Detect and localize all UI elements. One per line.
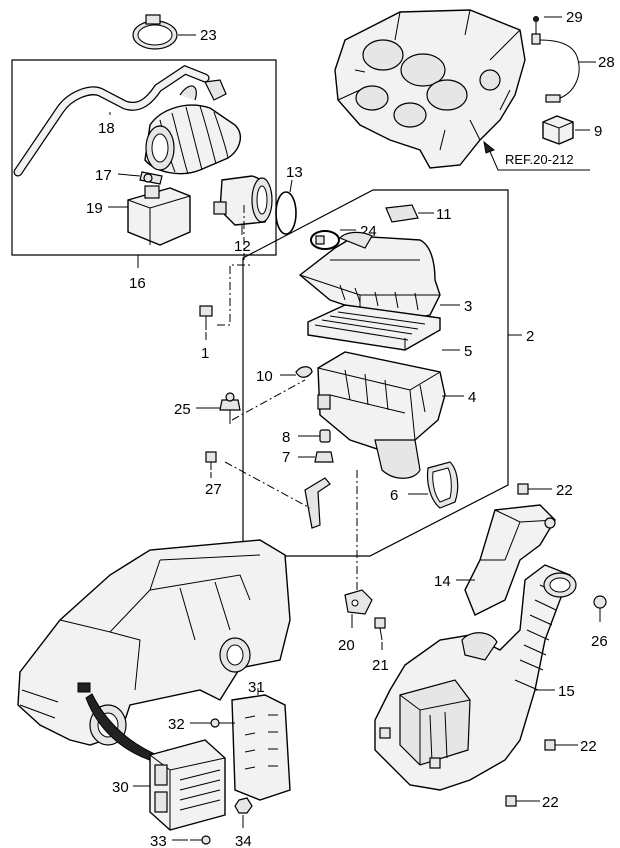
callout-25: 25 [174, 401, 191, 418]
callout-22-upper: 22 [556, 482, 573, 499]
callout-23: 23 [200, 27, 217, 44]
callout-19: 19 [86, 200, 103, 217]
callout-2: 2 [526, 328, 534, 345]
callout-5: 5 [464, 343, 472, 360]
o-ring-illustration [275, 191, 297, 235]
push-clip-illustration [219, 392, 241, 424]
callout-7: 7 [282, 449, 290, 466]
screw-illustration [210, 718, 235, 728]
callout-34: 34 [235, 833, 252, 848]
callout-11: 11 [436, 206, 452, 223]
callout-31: 31 [248, 679, 265, 696]
intake-hose-illustration [144, 85, 242, 175]
bolt-illustration [199, 305, 213, 330]
callout-6: 6 [390, 487, 398, 504]
callout-33: 33 [150, 833, 167, 848]
callout-10: 10 [256, 368, 273, 385]
callout-4: 4 [468, 389, 476, 406]
clamp-illustration [132, 14, 178, 50]
alignment-line [224, 461, 311, 509]
callout-28: 28 [598, 54, 615, 71]
bolt-illustration [205, 451, 217, 470]
seal-illustration [426, 461, 459, 509]
callout-12: 12 [234, 238, 251, 255]
alignment-line [217, 264, 250, 326]
callout-3: 3 [464, 298, 472, 315]
sensor-illustration [531, 16, 580, 103]
nut-illustration [234, 797, 253, 814]
callout-27: 27 [205, 481, 222, 498]
callout-32: 32 [168, 716, 185, 733]
resonator-hose-illustration [374, 564, 577, 791]
callout-13: 13 [286, 164, 303, 181]
duct-clamp-illustration [310, 230, 340, 250]
screw-illustration [190, 835, 211, 845]
mounting-bracket-illustration [344, 589, 373, 615]
callout-17: 17 [95, 167, 112, 184]
mounting-bracket-illustration [304, 477, 331, 529]
callout-29: 29 [566, 9, 583, 26]
relay-illustration [542, 115, 574, 145]
callout-21: 21 [372, 657, 389, 674]
engine-block-illustration [334, 9, 526, 169]
callout-15: 15 [558, 683, 575, 700]
push-clip-illustration [593, 595, 607, 614]
insulator-illustration [314, 451, 334, 463]
callout-8: 8 [282, 429, 290, 446]
alignment-line [231, 379, 306, 421]
lower-case-illustration [317, 351, 446, 479]
grommet-illustration [319, 429, 331, 443]
air-duct-illustration [464, 504, 556, 616]
upper-cover-illustration [298, 231, 441, 323]
callout-18: 18 [98, 120, 115, 137]
callout-9: 9 [594, 123, 602, 140]
resonator-illustration [127, 185, 191, 246]
callout-26: 26 [591, 633, 608, 650]
bolt-illustration [374, 617, 386, 641]
hose-assembly-box [11, 59, 277, 256]
callout-22-lower: 22 [542, 794, 559, 811]
callout-20: 20 [338, 637, 355, 654]
callout-22-middle: 22 [580, 738, 597, 755]
filter-element-illustration [307, 304, 441, 351]
callout-1: 1 [201, 345, 209, 362]
small-clamp-illustration [139, 171, 163, 185]
reference-label: REF.20-212 [505, 152, 574, 167]
breather-tube-illustration [13, 64, 227, 177]
ecu-bracket-illustration [231, 694, 291, 801]
callout-14: 14 [434, 573, 451, 590]
label-sticker-illustration [385, 204, 419, 223]
ecu-module-illustration [149, 739, 226, 831]
callout-30: 30 [112, 779, 129, 796]
airflow-sensor-illustration [213, 175, 273, 226]
reference-arrow [483, 140, 590, 171]
callout-16: 16 [129, 275, 146, 292]
clip-illustration [295, 366, 313, 378]
